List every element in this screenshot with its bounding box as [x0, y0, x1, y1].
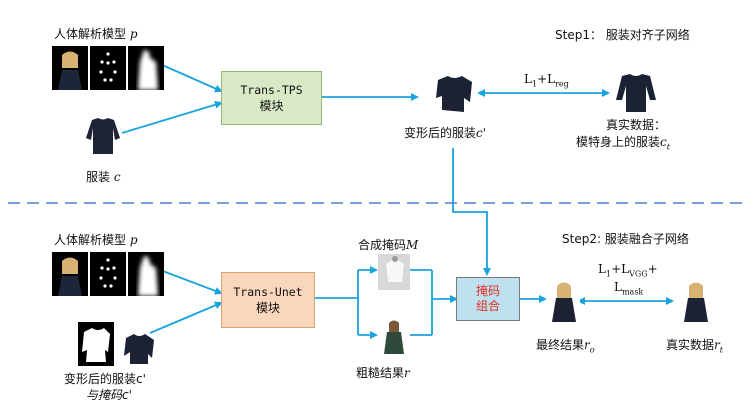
clothing-label: 服装 c — [86, 170, 121, 184]
parsing-label-step2: 人体解析模型 p — [54, 233, 138, 247]
person-photo-thumbnail — [52, 46, 88, 90]
loss-l1-lreg: L1+Lreg — [524, 72, 569, 89]
mask-input-label: 与掩码c' — [86, 388, 132, 402]
trans-unet-module: Trans-Unet 模块 — [221, 272, 315, 328]
real-clothing-label: 模特身上的服装ct — [576, 135, 670, 152]
warped-clothing-label: 变形后的服装c' — [404, 126, 487, 140]
coarse-result-label: 粗糙结果r — [356, 366, 410, 380]
warped-input-label: 变形后的服装c' — [64, 372, 146, 386]
mask-combination-line2: 组合 — [475, 299, 500, 313]
arrow-warped-to-combine — [452, 148, 491, 276]
arrow-input-to-unet — [149, 301, 223, 334]
loss-l1-lvgg: L1+LVGG+ — [598, 262, 658, 279]
parsing-label-step1: 人体解析模型 p — [54, 27, 138, 41]
real-result-label: 真实数据rt — [666, 338, 723, 355]
arrow-clothing-to-tps — [121, 100, 223, 134]
composition-mask-label: 合成掩码M — [358, 238, 419, 252]
step2-title: Step2: 服装融合子网络 — [562, 232, 689, 246]
trans-tps-module-name: Trans-TPS — [240, 83, 303, 97]
mask-combination-module: 掩码 组合 — [456, 277, 520, 321]
clothing-image — [84, 116, 122, 156]
arrow-parsing2-to-unet — [159, 269, 223, 295]
body-shape-mask-thumbnail — [128, 252, 164, 296]
trans-tps-module-suffix: 模块 — [259, 99, 284, 113]
real-clothing-image — [614, 70, 658, 114]
trans-unet-module-suffix: 模块 — [255, 301, 280, 315]
arrow-parsing-to-tps — [159, 63, 223, 93]
coarse-result-image — [378, 318, 410, 354]
person-photo-thumbnail — [52, 252, 88, 296]
real-data-label: 真实数据： — [606, 118, 667, 132]
real-result-image — [680, 280, 712, 322]
pose-keypoints-thumbnail — [90, 46, 126, 90]
composition-mask-image — [378, 254, 410, 290]
step1-title: Step1： 服装对齐子网络 — [555, 28, 690, 42]
final-result-label: 最终结果ro — [536, 338, 595, 355]
final-result-image — [548, 280, 580, 322]
loss-lmask: Lmask — [614, 280, 644, 297]
warped-clothing-image — [432, 72, 476, 114]
warped-clothing-input-image — [120, 332, 158, 366]
trans-unet-module-name: Trans-Unet — [233, 285, 303, 299]
trans-tps-module: Trans-TPS 模块 — [221, 71, 322, 125]
clothing-mask-image — [78, 322, 114, 366]
pose-keypoints-thumbnail — [90, 252, 126, 296]
mask-combination-line1: 掩码 — [475, 284, 500, 298]
body-shape-mask-thumbnail — [128, 46, 164, 90]
